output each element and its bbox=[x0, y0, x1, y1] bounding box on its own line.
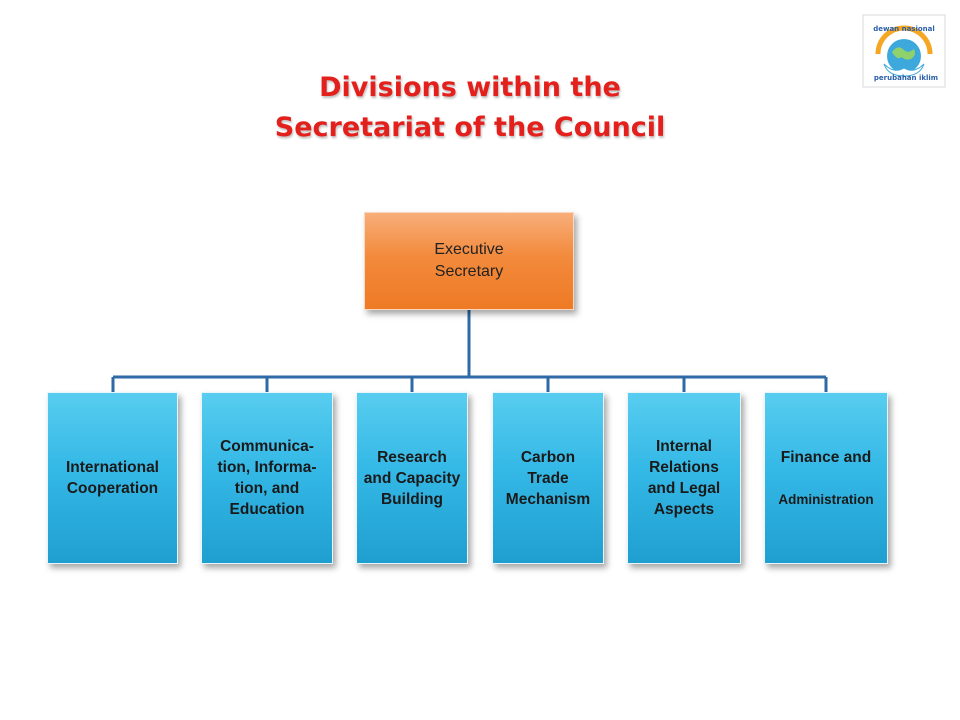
logo-bottom-text: perubahan iklim bbox=[874, 74, 938, 82]
division-box-research: Research and Capacity Building bbox=[356, 392, 468, 564]
division-box-finance: Finance and Administration bbox=[764, 392, 888, 564]
title-line-2: Secretariat of the Council bbox=[274, 112, 666, 143]
logo-arc-text: dewan nasional bbox=[873, 25, 935, 33]
division-label: Communica- tion, Informa- tion, and Educ… bbox=[217, 438, 317, 518]
executive-secretary-label: Executive Secretary bbox=[434, 241, 504, 280]
division-label: Research and Capacity Building bbox=[363, 448, 461, 508]
division-box-carbon-trade: Carbon Trade Mechanism bbox=[492, 392, 604, 564]
page-title: Divisions within the Secretariat of the … bbox=[160, 68, 780, 148]
division-box-internal-relations: Internal Relations and Legal Aspects bbox=[627, 392, 741, 564]
title-line-1: Divisions within the bbox=[319, 72, 621, 103]
division-box-communication: Communica- tion, Informa- tion, and Educ… bbox=[201, 392, 333, 564]
division-label: Carbon Trade Mechanism bbox=[505, 448, 591, 508]
division-label: Finance and bbox=[780, 448, 872, 466]
division-label: International Cooperation bbox=[65, 459, 159, 497]
division-box-international-cooperation: International Cooperation bbox=[47, 392, 178, 564]
division-label: Internal Relations and Legal Aspects bbox=[647, 438, 721, 518]
globe-hands-logo-icon: dewan nasional perubahan iklim bbox=[862, 14, 946, 88]
executive-secretary-box: Executive Secretary bbox=[364, 212, 574, 310]
division-label-line-2: Administration bbox=[778, 491, 874, 507]
